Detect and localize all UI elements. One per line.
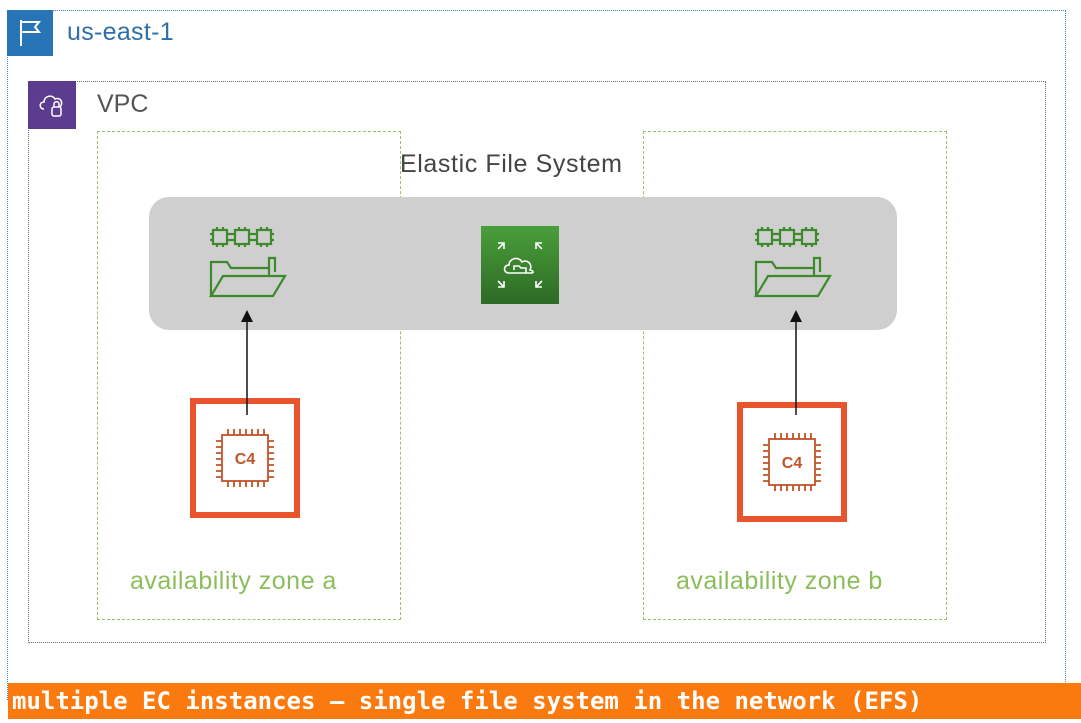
efs-icon xyxy=(481,226,559,304)
caption-banner: multiple EC instances – single file syst… xyxy=(8,683,1081,719)
instance-type-label: C4 xyxy=(235,451,256,468)
availability-zone-b xyxy=(643,131,947,620)
ec2-instance-a: C4 xyxy=(190,398,300,518)
chip-icon: C4 xyxy=(216,429,274,487)
file-share-folder-icon xyxy=(750,224,840,302)
file-share-folder-icon xyxy=(205,224,295,302)
flag-icon xyxy=(7,10,53,56)
ec2-instance-b: C4 xyxy=(737,402,847,522)
availability-zone-a-label: availability zone a xyxy=(130,567,337,595)
chip-icon: C4 xyxy=(763,433,821,491)
region-label: us-east-1 xyxy=(67,18,174,46)
vpc-cloud-lock-icon xyxy=(28,81,76,129)
vpc-boundary xyxy=(28,81,1046,643)
instance-type-label: C4 xyxy=(782,455,803,472)
vpc-label: VPC xyxy=(97,90,149,118)
availability-zone-a xyxy=(97,131,401,620)
efs-title: Elastic File System xyxy=(400,150,623,178)
availability-zone-b-label: availability zone b xyxy=(676,567,883,595)
